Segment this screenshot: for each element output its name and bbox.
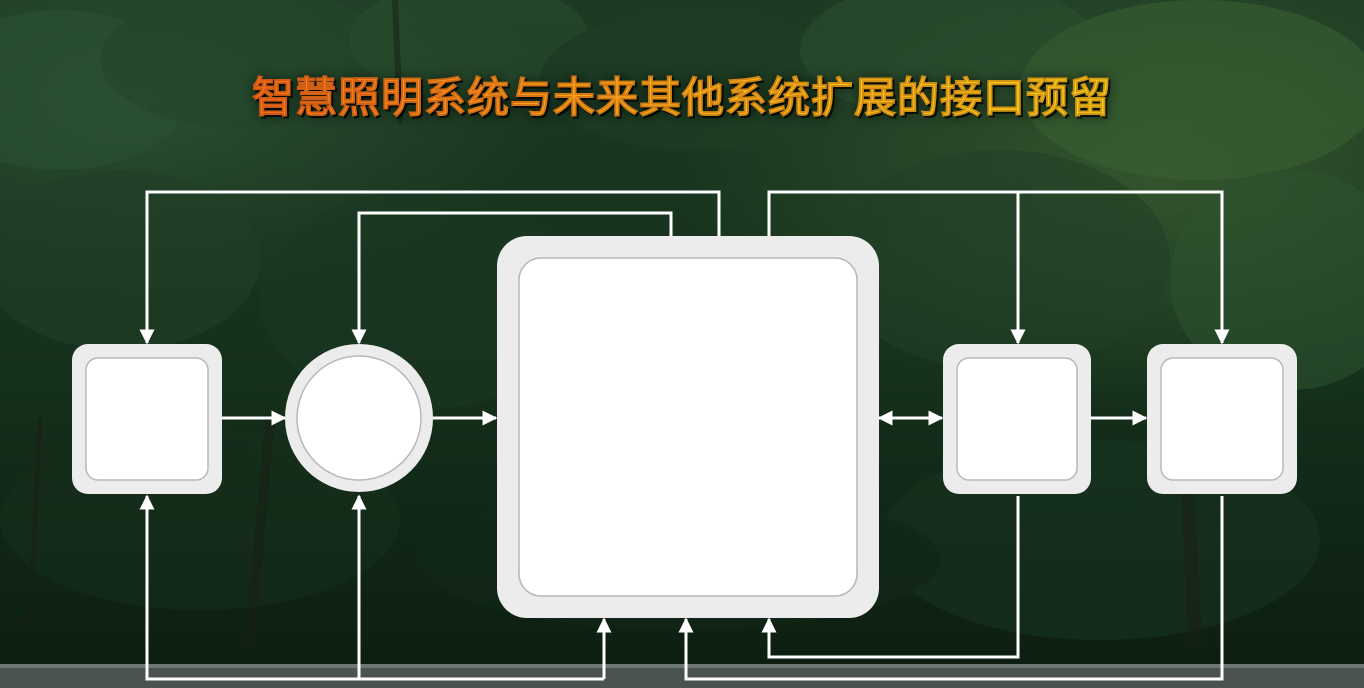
- node-right-box-2: [1147, 344, 1297, 494]
- connector-lines: [139, 190, 1230, 681]
- node-central-hub: [497, 236, 879, 618]
- edge-right-box-2-to-hub-bottom: [678, 496, 1224, 681]
- edge-hub-to-right-box-1-top: [767, 190, 1026, 345]
- diagram-title: 智慧照明系统与未来其他系统扩展的接口预留: [0, 62, 1364, 134]
- edge-hub-to-circle-top: [351, 211, 673, 345]
- node-left-box: [72, 344, 222, 494]
- edge-hub-to-left-box-top: [139, 190, 721, 345]
- node-right-box-1: [943, 344, 1091, 494]
- edge-bottom-bus-to-left-box: [139, 494, 604, 681]
- edge-right-box-1-to-hub-bottom: [761, 496, 1020, 659]
- node-circle: [285, 344, 433, 492]
- edge-hub-to-right-box-2-top: [1018, 190, 1230, 345]
